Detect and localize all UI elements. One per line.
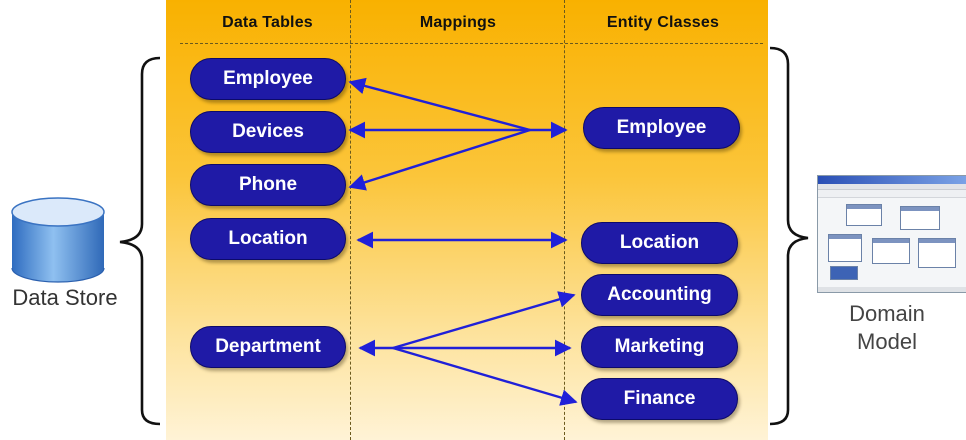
header-divider <box>180 43 763 44</box>
divider-data-mappings <box>350 0 351 440</box>
left-brace <box>119 56 161 426</box>
header-data-tables: Data Tables <box>222 14 313 31</box>
data-store-label: Data Store <box>12 285 118 310</box>
domain-model-label-line1: Domain <box>849 301 925 326</box>
table-location[interactable]: Location <box>190 218 346 260</box>
entity-finance[interactable]: Finance <box>581 378 738 420</box>
arrow-to-finance-entity <box>392 346 578 406</box>
entity-accounting[interactable]: Accounting <box>581 274 738 316</box>
department-mapping-arrows <box>358 291 578 406</box>
right-brace <box>769 46 809 426</box>
arrow-to-employee-table <box>348 77 531 132</box>
table-department[interactable]: Department <box>190 326 346 368</box>
header-entity-classes: Entity Classes <box>606 14 720 31</box>
database-cylinder-icon <box>11 197 105 283</box>
entity-marketing[interactable]: Marketing <box>581 326 738 368</box>
entity-location[interactable]: Location <box>581 222 738 264</box>
domain-model-thumbnail <box>817 175 966 293</box>
divider-mappings-entities <box>564 0 565 440</box>
entity-employee[interactable]: Employee <box>583 107 740 149</box>
header-mappings: Mappings <box>419 14 497 31</box>
domain-model-label: Domain Model <box>812 300 962 356</box>
employee-mapping-arrows <box>348 77 568 191</box>
arrow-to-accounting-entity <box>392 291 576 350</box>
table-employee[interactable]: Employee <box>190 58 346 100</box>
table-devices[interactable]: Devices <box>190 111 346 153</box>
arrow-to-phone-table <box>348 128 531 191</box>
domain-model-label-line2: Model <box>857 329 917 354</box>
table-phone[interactable]: Phone <box>190 164 346 206</box>
